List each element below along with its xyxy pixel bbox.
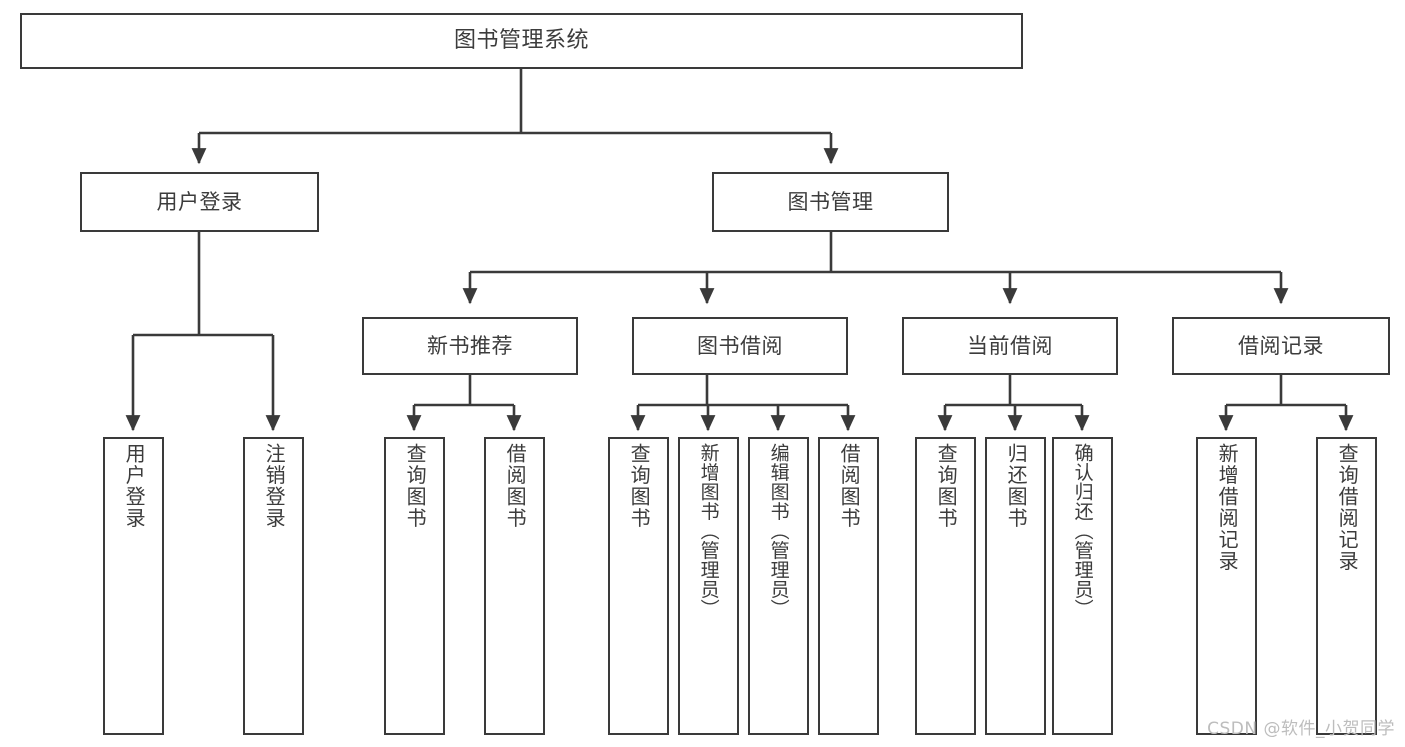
node-label: 查询图书: [627, 443, 652, 529]
leaf-return-book[interactable]: 归还图书: [985, 437, 1046, 735]
node-label: 当前借阅: [967, 333, 1053, 358]
node-new-book-recommend[interactable]: 新书推荐: [362, 317, 578, 375]
node-label: 借阅图书: [837, 443, 862, 529]
node-label: 用户登录: [156, 189, 243, 214]
node-label: 查询图书: [403, 443, 428, 529]
csdn-watermark: CSDN @软件_小贺同学: [1207, 719, 1395, 739]
node-label: 借阅图书: [503, 443, 528, 529]
node-book-borrow[interactable]: 图书借阅: [632, 317, 848, 375]
node-book-management[interactable]: 图书管理: [712, 172, 949, 232]
leaf-logout-login[interactable]: 注销登录: [243, 437, 304, 735]
node-label: 新增借阅记录: [1215, 443, 1240, 572]
node-label: 查询借阅记录: [1335, 443, 1360, 572]
node-label: 用户登录: [122, 443, 147, 529]
node-book-management-system[interactable]: 图书管理系统: [20, 13, 1023, 69]
leaf-query-borrow-record[interactable]: 查询借阅记录: [1316, 437, 1377, 735]
leaf-edit-book-admin[interactable]: 编辑图书（管理员）: [748, 437, 809, 735]
node-label: 新增图书（管理员）: [697, 443, 720, 619]
node-label: 借阅记录: [1238, 333, 1324, 358]
leaf-borrow-book[interactable]: 借阅图书: [818, 437, 879, 735]
node-label: 归还图书: [1004, 443, 1029, 529]
leaf-user-login[interactable]: 用户登录: [103, 437, 164, 735]
leaf-add-borrow-record[interactable]: 新增借阅记录: [1196, 437, 1257, 735]
node-borrow-record[interactable]: 借阅记录: [1172, 317, 1390, 375]
leaf-query-book-current[interactable]: 查询图书: [915, 437, 976, 735]
leaf-query-book-borrow[interactable]: 查询图书: [608, 437, 669, 735]
node-label: 图书借阅: [697, 333, 783, 358]
node-label: 图书管理: [787, 189, 874, 214]
node-label: 新书推荐: [427, 333, 513, 358]
leaf-add-book-admin[interactable]: 新增图书（管理员）: [678, 437, 739, 735]
node-label: 注销登录: [262, 443, 287, 529]
node-user-login[interactable]: 用户登录: [80, 172, 319, 232]
node-current-borrow[interactable]: 当前借阅: [902, 317, 1118, 375]
node-label: 确认归还（管理员）: [1071, 443, 1094, 619]
node-label: 查询图书: [934, 443, 959, 529]
leaf-confirm-return-admin[interactable]: 确认归还（管理员）: [1052, 437, 1113, 735]
node-label: 图书管理系统: [453, 28, 589, 54]
leaf-borrow-book-recommend[interactable]: 借阅图书: [484, 437, 545, 735]
leaf-query-book-recommend[interactable]: 查询图书: [384, 437, 445, 735]
node-label: 编辑图书（管理员）: [767, 443, 790, 619]
